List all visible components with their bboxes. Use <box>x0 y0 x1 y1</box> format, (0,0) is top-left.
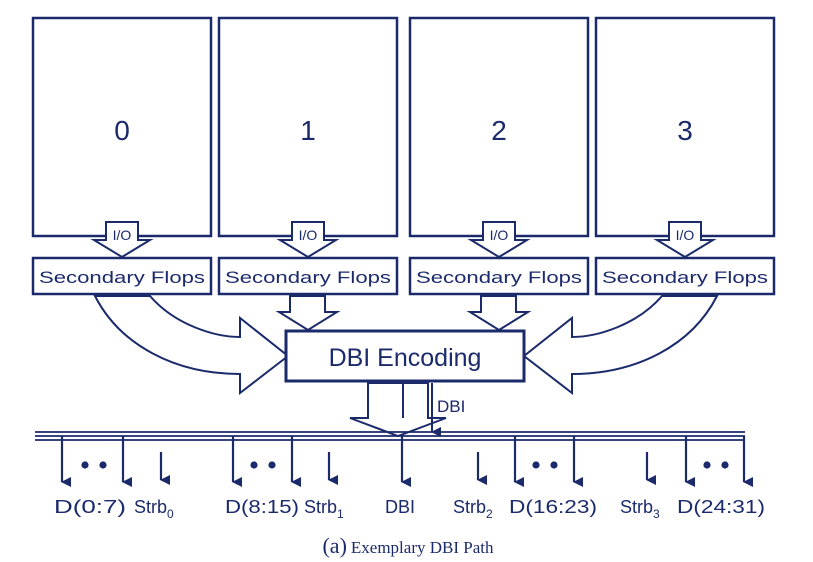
output-label-strb1: Strb1 <box>304 497 344 521</box>
bank-0: 0 <box>31 16 213 238</box>
bank-3-label: 3 <box>677 115 693 146</box>
output-label-strb3: Strb3 <box>620 497 660 521</box>
io-arrow-1 <box>276 221 340 259</box>
io-label-3: I/O <box>676 227 695 243</box>
dbi-signal-label: DBI <box>437 397 465 416</box>
io-label-2: I/O <box>490 227 509 243</box>
ellipsis-dot <box>81 461 89 469</box>
bank-2-label: 2 <box>491 115 507 146</box>
io-arrow-0 <box>90 221 154 259</box>
secondary-flops-0: Secondary Flops <box>31 256 213 296</box>
secondary-flops-1-label: Secondary Flops <box>225 268 391 287</box>
bank-3: 3 <box>594 16 776 238</box>
secondary-flops-3-label: Secondary Flops <box>602 268 768 287</box>
dbi-encoding-block: DBI Encoding <box>284 329 526 383</box>
output-label-dbi: DBI <box>385 497 415 517</box>
output-label-strb2: Strb2 <box>453 497 493 521</box>
io-label-0: I/O <box>113 227 132 243</box>
secondary-flops-0-label: Secondary Flops <box>39 268 205 287</box>
output-label-d1: D(8:15) <box>225 497 299 517</box>
ellipsis-dot <box>721 461 729 469</box>
secondary-flops-2-label: Secondary Flops <box>416 268 582 287</box>
io-label-1: I/O <box>299 227 318 243</box>
down-arrow-1 <box>275 295 341 332</box>
curved-arrow-left <box>93 295 290 396</box>
io-arrow-3 <box>653 221 717 259</box>
output-label-d0: D(0:7) <box>54 497 126 517</box>
figure-caption: (a)Exemplary DBI Path <box>322 533 494 558</box>
secondary-flops-2: Secondary Flops <box>408 256 590 296</box>
ellipsis-dot <box>99 461 107 469</box>
bank-0-label: 0 <box>114 115 130 146</box>
ellipsis-dot <box>532 461 540 469</box>
bus <box>35 431 745 441</box>
output-label-strb0: Strb0 <box>134 497 174 521</box>
ellipsis-dot <box>250 461 258 469</box>
secondary-flops-3: Secondary Flops <box>594 256 776 296</box>
output-label-d2: D(16:23) <box>509 497 597 517</box>
down-arrow-2 <box>466 295 532 332</box>
io-arrow-2 <box>467 221 531 259</box>
ellipsis-dot <box>550 461 558 469</box>
ellipsis-dot <box>268 461 276 469</box>
bank-2: 2 <box>408 16 590 238</box>
curved-arrow-right <box>522 295 719 396</box>
secondary-flops-1: Secondary Flops <box>217 256 399 296</box>
output-label-d3: D(24:31) <box>677 497 765 517</box>
bank-1-label: 1 <box>300 115 316 146</box>
bank-1: 1 <box>217 16 399 238</box>
dbi-encoding-label: DBI Encoding <box>329 344 482 372</box>
encoder-output-arrow <box>349 382 447 438</box>
ellipsis-dot <box>703 461 711 469</box>
